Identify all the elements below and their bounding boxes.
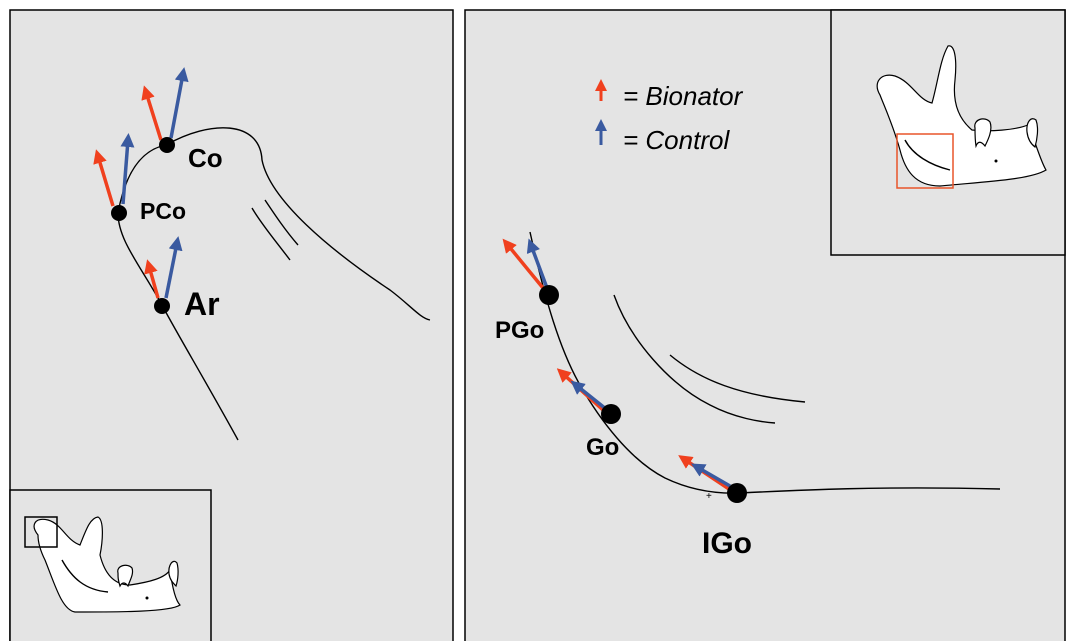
co-point (159, 137, 175, 153)
gonial-outline (529, 231, 1001, 494)
reference-cross: + (706, 491, 712, 502)
pco-bionator-arrow (93, 149, 115, 207)
gonial-inner-line (613, 294, 776, 424)
right-inset (830, 9, 1066, 256)
igo-point (727, 483, 747, 503)
pco-point (111, 205, 127, 221)
gonial-inner-line-2 (669, 354, 806, 403)
mandible-outline-icon (876, 45, 1047, 187)
mandible-outline-icon (33, 516, 181, 613)
co-bionator-arrow (141, 85, 163, 141)
ar-point (154, 298, 170, 314)
ar-bionator-arrow (144, 259, 160, 299)
left-inset-frame (9, 489, 212, 641)
pgo-point (539, 285, 559, 305)
condyle-inner-line (251, 207, 291, 261)
legend: = Bionator = Control (595, 79, 744, 155)
pgo-bionator-arrow (502, 238, 545, 290)
igo-label: IGo (702, 527, 752, 560)
legend-bionator-label: = Bionator (623, 81, 744, 111)
left-panel: Co PCo Ar (9, 9, 454, 641)
pgo-label: PGo (495, 317, 544, 344)
left-inset-highlight-box (24, 516, 58, 548)
ar-label: Ar (184, 286, 220, 322)
go-point (601, 404, 621, 424)
go-control-arrow (570, 380, 608, 411)
pco-control-arrow (120, 133, 135, 205)
right-panel: + PGo Go IGo = Bionator = Control (464, 9, 1066, 641)
left-inset (9, 489, 212, 641)
go-label: Go (586, 434, 619, 461)
igo-control-arrow (690, 463, 731, 488)
pgo-control-arrow (526, 238, 549, 289)
co-label: Co (188, 143, 223, 173)
ar-control-arrow (164, 236, 183, 299)
pco-label: PCo (140, 198, 186, 224)
legend-control-label: = Control (623, 125, 730, 155)
co-control-arrow (169, 67, 189, 139)
right-inset-highlight-box (896, 133, 954, 189)
condyle-inner-line-2 (264, 199, 299, 246)
